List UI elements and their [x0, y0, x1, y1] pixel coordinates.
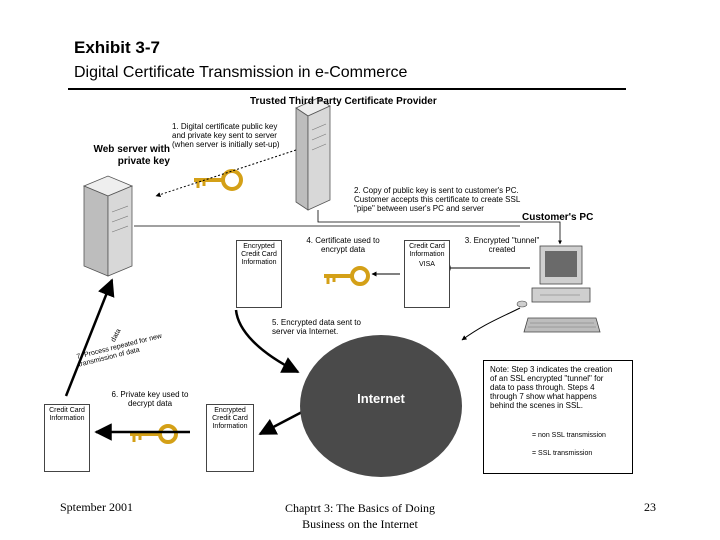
- credit-card-doc-top: Credit Card Information VISA: [404, 240, 450, 308]
- key-icon-decrypt: [130, 424, 178, 444]
- provider-server-icon: [295, 97, 331, 211]
- legend-non-ssl-text: = non SSL transmission: [532, 432, 606, 439]
- encrypted-doc-bottom-label: Encrypted Credit Card Information: [212, 407, 248, 430]
- internet-to-doc-arrow: [258, 410, 303, 436]
- step3-text: 3. Encrypted "tunnel" created: [464, 236, 540, 254]
- exhibit-number: Exhibit 3-7: [74, 38, 160, 57]
- web-server-icon: [82, 175, 134, 277]
- step2-text: 2. Copy of public key is sent to custome…: [354, 186, 520, 213]
- internet-cloud: [300, 335, 462, 477]
- customer-pc-icon: [516, 245, 601, 333]
- step1-arrow: [155, 149, 297, 197]
- key-icon-encrypt: [324, 266, 370, 286]
- title-divider: [68, 88, 626, 90]
- encrypted-doc-top: Encrypted Credit Card Information: [236, 240, 282, 308]
- step5-arrow: [234, 309, 300, 374]
- footer-page-number: 23: [644, 500, 656, 514]
- key-icon-server: [194, 169, 243, 191]
- legend-ssl-text: = SSL transmission: [532, 450, 593, 457]
- note-box: Note: Step 3 indicates the creation of a…: [483, 360, 633, 474]
- step6-text: 6. Private key used to decrypt data: [111, 390, 189, 408]
- encrypted-doc-bottom: Encrypted Credit Card Information: [206, 404, 254, 472]
- pc-to-internet-arrow: [461, 307, 521, 341]
- page-title: Digital Certificate Transmission in e-Co…: [74, 64, 408, 81]
- step5-text: 5. Encrypted data sent to server via Int…: [272, 318, 361, 336]
- visa-label: VISA: [419, 261, 435, 268]
- web-server-label: Web server with private key: [93, 144, 170, 167]
- footer-date: Sptember 2001: [60, 500, 133, 514]
- note-text: Note: Step 3 indicates the creation of a…: [490, 365, 613, 410]
- credit-card-doc-bottom-label: Credit Card Information: [49, 407, 85, 422]
- customer-pc-label: Customer's PC: [522, 212, 594, 223]
- step2-arrow: [317, 210, 562, 245]
- step7-arrow: [64, 278, 115, 397]
- footer-chapter: Chaptrt 3: The Basics of Doing Business …: [284, 501, 436, 531]
- internet-label: Internet: [357, 391, 405, 406]
- credit-card-doc-bottom: Credit Card Information: [44, 404, 90, 472]
- credit-card-doc-top-label: Credit Card Information: [409, 243, 445, 258]
- step4-text: 4. Certificate used to encrypt data: [306, 236, 380, 254]
- provider-label: Trusted Third Party Certificate Provider: [250, 96, 437, 107]
- step1-text: 1. Digital certificate public key and pr…: [172, 122, 280, 149]
- encrypted-doc-top-label: Encrypted Credit Card Information: [241, 243, 277, 266]
